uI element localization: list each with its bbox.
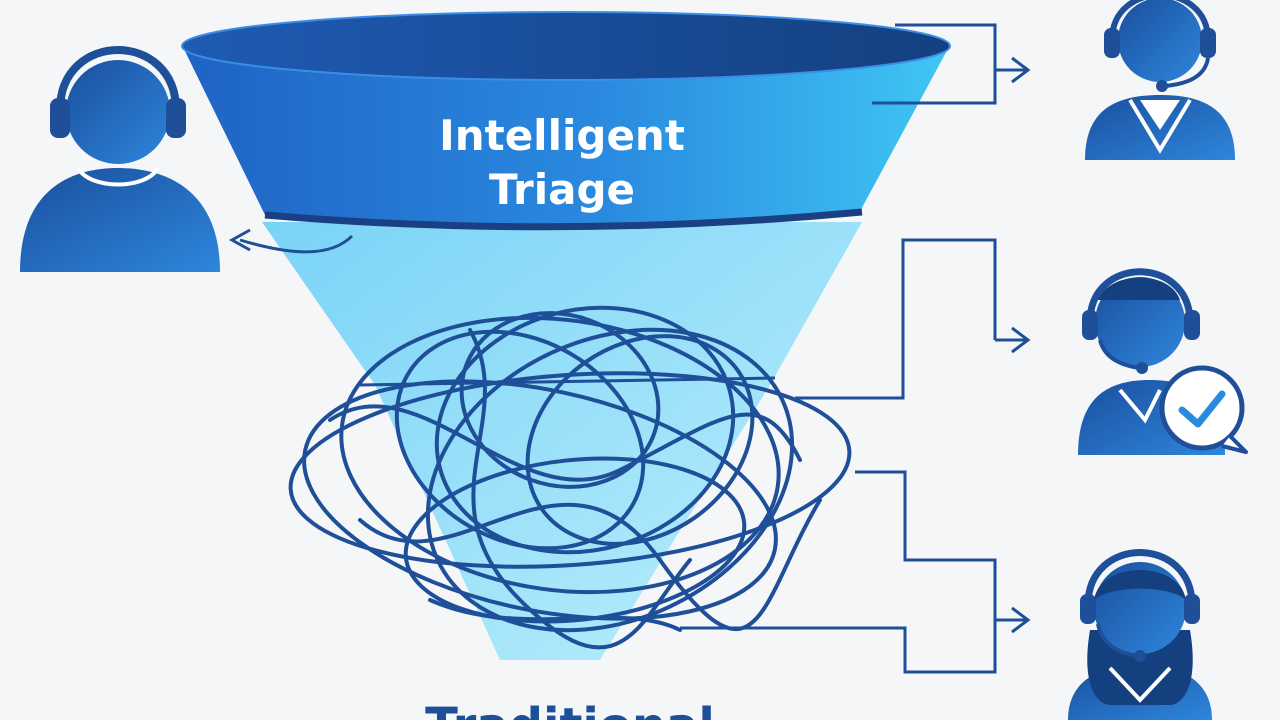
tangle-loop — [459, 311, 661, 489]
funnel-label-line1: Intelligent — [439, 111, 685, 160]
tangle-loop — [302, 379, 778, 621]
funnel-rim — [182, 12, 950, 80]
route-middle — [795, 238, 997, 400]
route-return — [239, 234, 354, 254]
tangle — [288, 305, 852, 650]
headset-user-icon — [20, 46, 220, 272]
route-top-arrowhead — [1011, 56, 1031, 84]
checkmark-bubble-icon — [1159, 365, 1248, 454]
route-bottom-arrowhead — [1011, 606, 1031, 634]
traditional-label: Traditional — [425, 698, 715, 720]
tangle-loop — [288, 371, 852, 569]
tangle-strand — [328, 404, 802, 482]
funnel: Intelligent Triage — [181, 11, 951, 660]
headset-agent-female-icon — [1068, 549, 1212, 720]
headset-agent-male-icon — [1085, 0, 1235, 160]
tangle-loop — [394, 329, 646, 551]
tangle-strand — [358, 498, 822, 632]
route-top — [872, 23, 997, 105]
funnel-band-divider — [264, 208, 863, 231]
funnel-label-line2: Triage — [489, 165, 635, 214]
route-middle-arrowhead — [1011, 326, 1031, 354]
tangle-loop — [339, 315, 781, 595]
tangle-loop — [425, 327, 795, 633]
headset-agent-checkmark-icon — [1078, 268, 1225, 455]
funnel-lower-cone — [262, 222, 862, 660]
route-bottom — [680, 470, 997, 674]
route-return-arrowhead — [228, 228, 251, 252]
routing-lines — [228, 23, 1031, 674]
tangle-strand — [428, 598, 682, 632]
funnel-upper-band — [182, 45, 950, 228]
